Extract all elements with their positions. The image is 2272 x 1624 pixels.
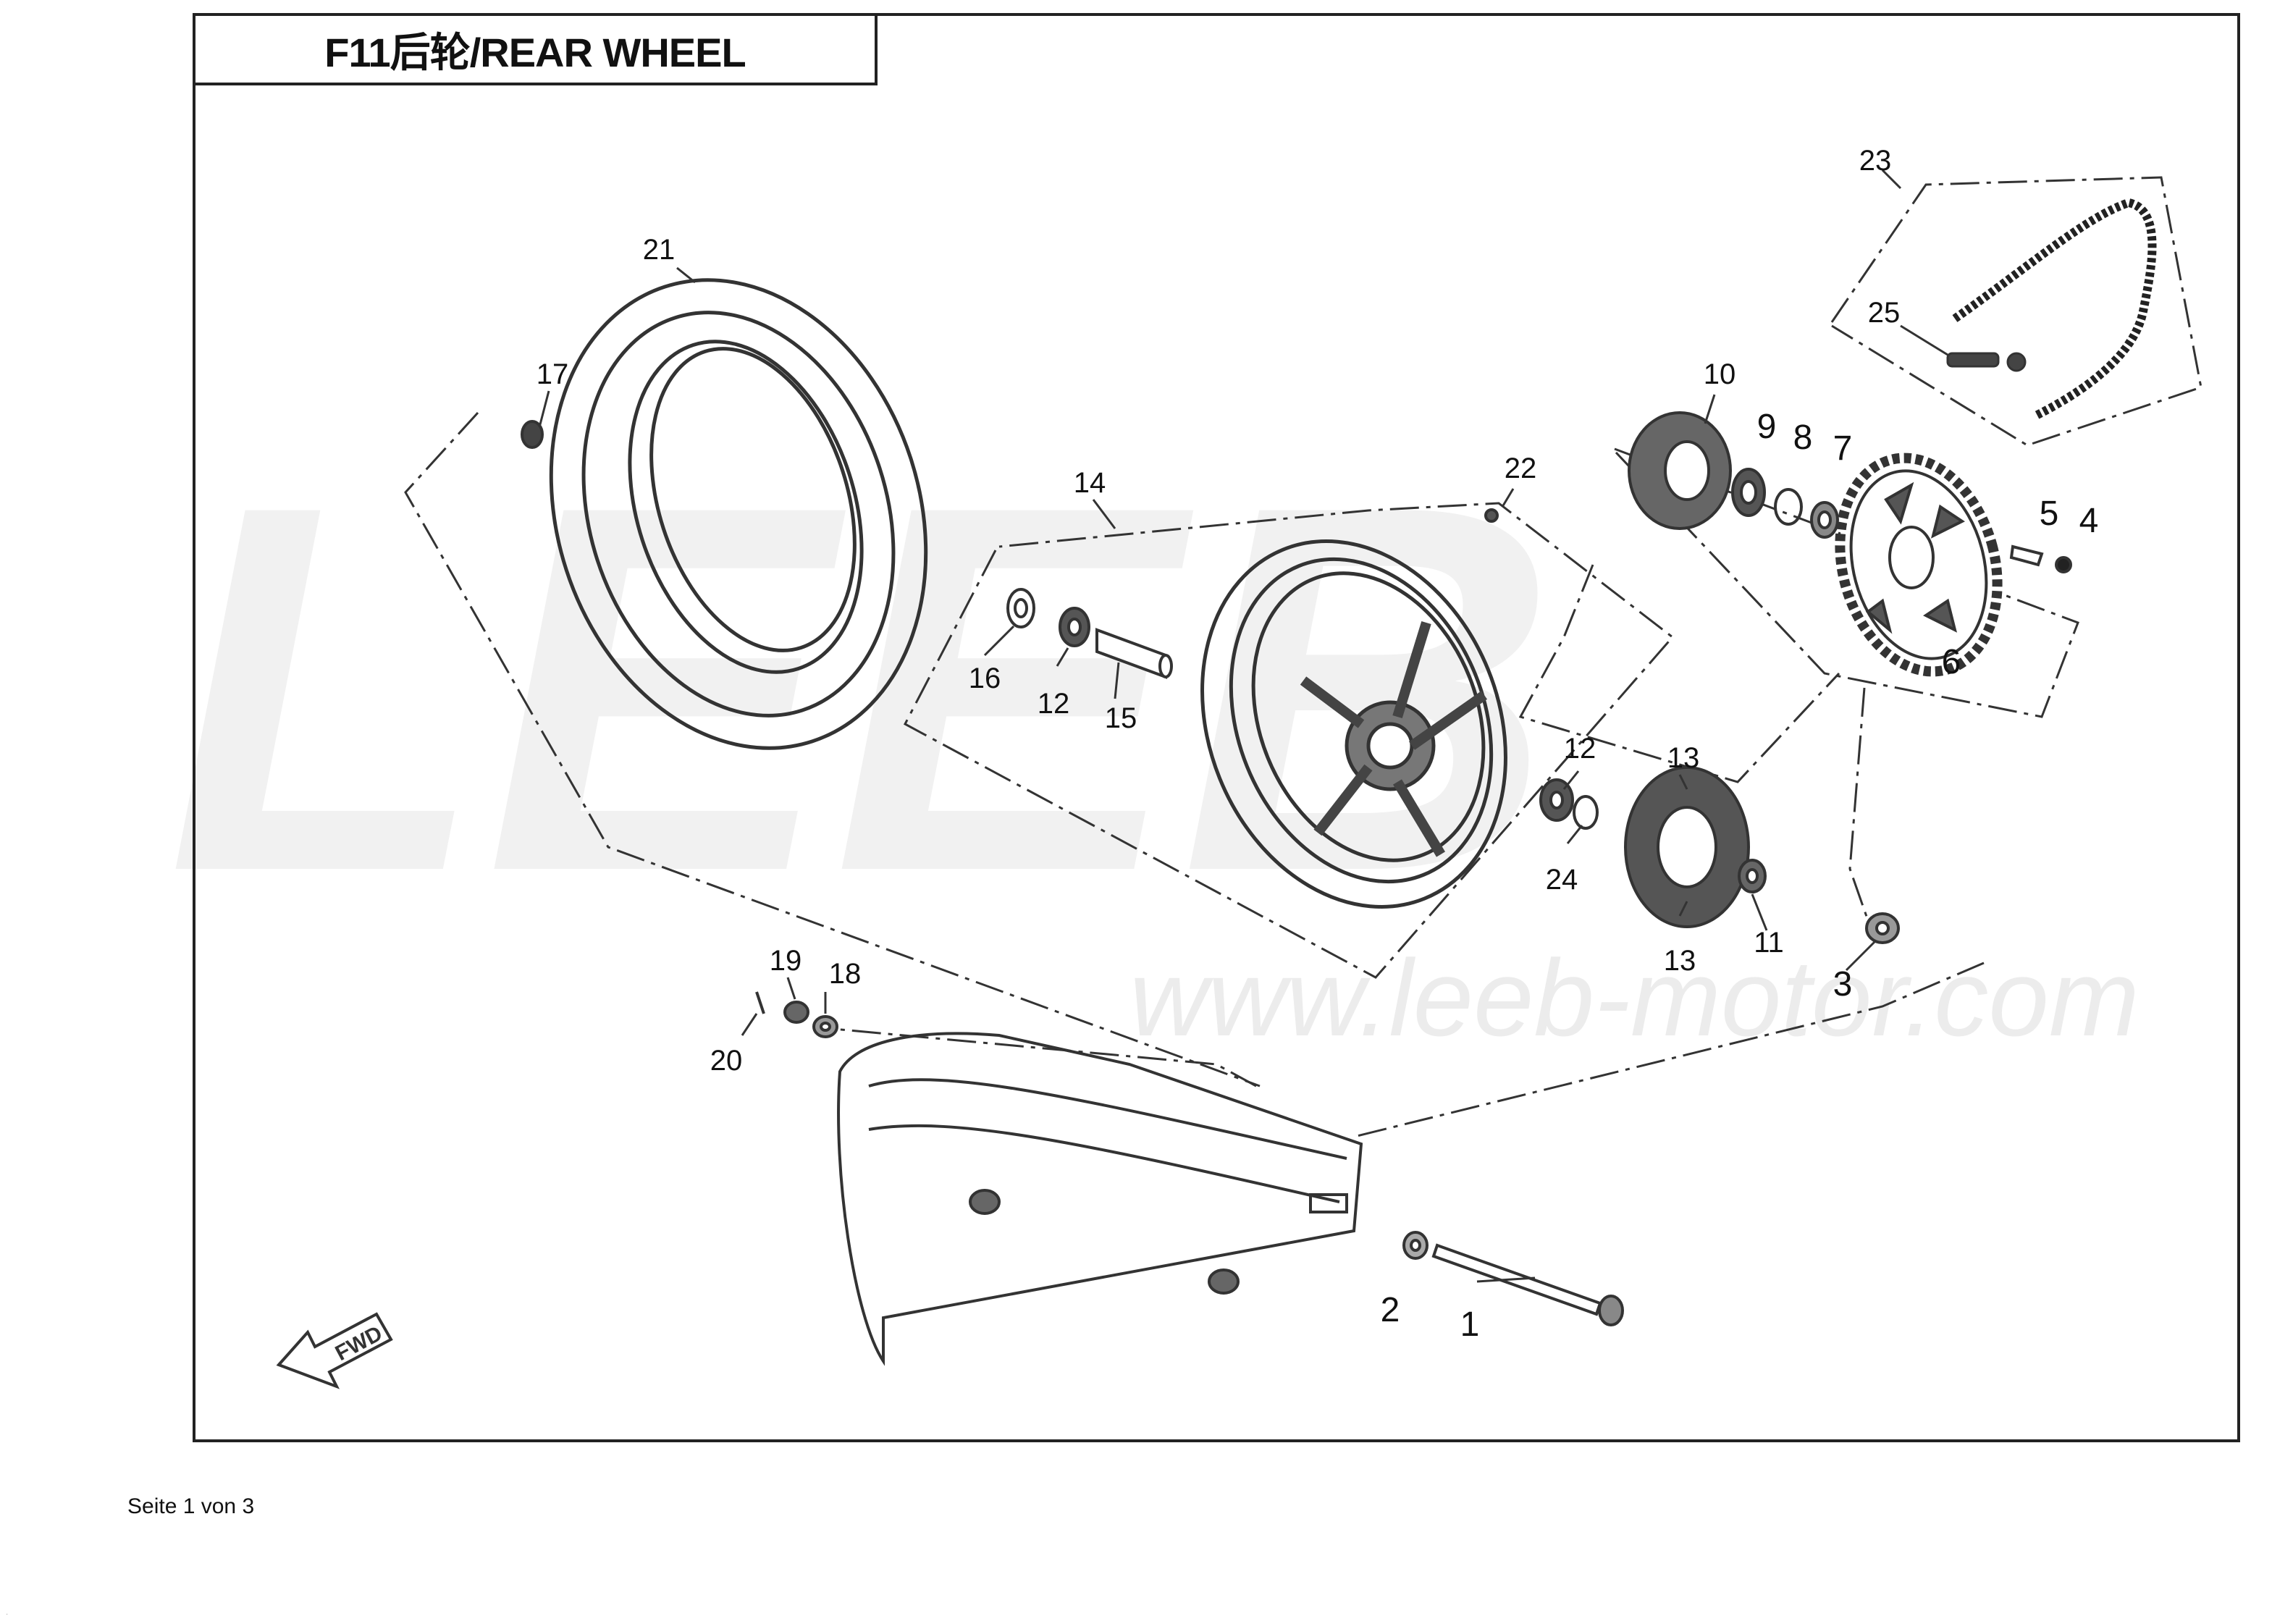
callout-1: 1	[1460, 1305, 1480, 1344]
master-link-icon	[1946, 352, 2027, 372]
watermark-url: www.leeb-motor.com	[1129, 937, 2140, 1059]
callout-11: 11	[1754, 927, 1784, 959]
sprocket-connector	[1848, 687, 1877, 942]
title-box: F11后轮/REAR WHEEL	[193, 13, 878, 85]
chain-outline	[1830, 176, 2202, 447]
chain-icon	[1952, 198, 2157, 421]
callout-18: 18	[829, 958, 862, 990]
rim-icon	[1200, 539, 1507, 909]
callout-21: 21	[643, 234, 676, 266]
callout-24: 24	[1546, 864, 1578, 896]
callout-20: 20	[710, 1045, 743, 1077]
callout-8: 8	[1793, 418, 1813, 457]
swingarm-icon	[837, 1032, 1363, 1366]
callout-13a: 13	[1667, 742, 1700, 774]
sprocket-outline	[1614, 447, 2079, 718]
callout-6: 6	[1942, 643, 1961, 681]
sprocket-icon	[1835, 453, 2072, 677]
callout-15: 15	[1105, 702, 1137, 734]
callout-25: 25	[1868, 297, 1901, 329]
leader-lines	[538, 169, 1948, 1283]
watermark: LEEB www.leeb-motor.com	[167, 397, 2140, 1059]
tire-outline	[404, 411, 1261, 1087]
callout-17: 17	[537, 358, 569, 390]
callout-22: 22	[1505, 453, 1537, 484]
callout-3: 3	[1833, 965, 1853, 1004]
page-footer: Seite 1 von 3	[127, 1494, 255, 1518]
callout-10: 10	[1704, 358, 1736, 390]
callout-12a: 12	[1038, 688, 1070, 720]
watermark-logo: LEEB	[167, 397, 1557, 980]
axle-connector	[1353, 962, 1985, 1138]
damper-icon	[1624, 766, 1900, 944]
callout-14: 14	[1074, 467, 1106, 499]
corner-mark: ·	[6, 1610, 9, 1618]
callout-16: 16	[969, 662, 1001, 694]
swingarm-connector	[825, 1027, 1257, 1087]
callouts: 1 2 3 4 5 6 7 8 9 10 11 12 12 13 13 14 1…	[537, 145, 2099, 1344]
callout-7: 7	[1833, 429, 1853, 468]
callout-5: 5	[2040, 495, 2059, 533]
rim-outline	[903, 502, 1675, 979]
tire-icon	[549, 278, 928, 750]
page-title: F11后轮/REAR WHEEL	[324, 29, 746, 75]
callout-2: 2	[1381, 1291, 1400, 1329]
diagram-frame	[193, 13, 2240, 1442]
callout-9: 9	[1757, 408, 1777, 446]
hub-icon	[1628, 411, 1839, 539]
callout-4: 4	[2079, 502, 2099, 540]
bearing-icon	[521, 420, 1599, 830]
callout-13b: 13	[1664, 945, 1696, 977]
callout-12b: 12	[1564, 733, 1596, 765]
callout-23: 23	[1859, 145, 1892, 177]
adjuster-icon	[755, 991, 838, 1038]
callout-19: 19	[770, 945, 802, 977]
hub-connector	[1518, 564, 1840, 783]
assembly-outlines	[404, 176, 2202, 1138]
